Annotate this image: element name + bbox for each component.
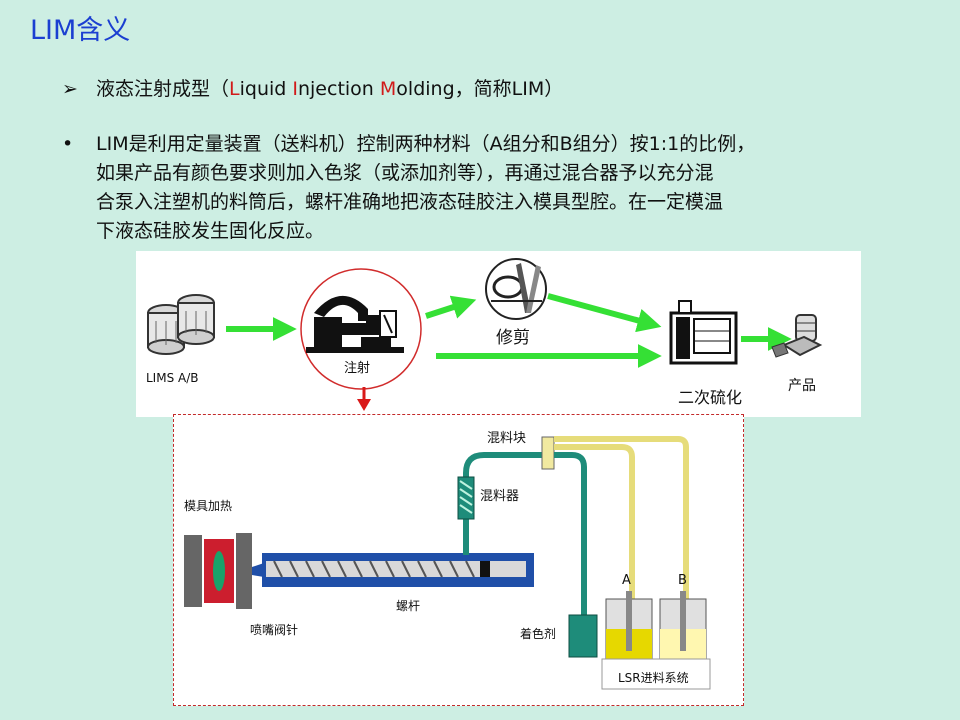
screw-channel — [266, 561, 526, 577]
tank-b-label: B — [678, 573, 687, 588]
definition-suffix: ，简称LIM） — [454, 78, 564, 100]
dot-bullet-icon: • — [62, 133, 74, 155]
post-cure-label: 二次硫化 — [678, 388, 743, 407]
highlight-letter-i: I — [292, 78, 298, 100]
description-line: 如果产品有颜色要求则加入色浆（或添加剂等），再通过混合器予以充分混 — [96, 162, 714, 184]
tank-a-label: A — [622, 573, 631, 588]
mold-icon — [184, 533, 252, 609]
flow-arrow — [425, 295, 477, 319]
lim-machine-schematic: 混料块 混料器 模具加热 螺杆 喷嘴阀针 着色剂 A B LSR进料系统 — [173, 414, 744, 706]
tank-a-icon — [605, 591, 653, 660]
machine-schematic-graphic — [184, 436, 711, 690]
lims-ab-label: LIMS A/B — [146, 371, 199, 385]
lims-drums-icon — [147, 294, 215, 355]
injection-highlight-circle — [300, 268, 422, 390]
yellow-pipe-b — [554, 436, 689, 615]
feed-system-base — [601, 658, 711, 690]
mold-heating-label: 模具加热 — [184, 499, 233, 513]
page-title: LIM含义 — [30, 15, 131, 46]
word-njection: njection — [297, 78, 380, 100]
description-line: LIM是利用定量装置（送料机）控制两种材料（A组分和B组分）按1:1的比例， — [96, 133, 756, 155]
word-iquid: iquid — [239, 78, 293, 100]
injection-machine-icon — [306, 295, 404, 353]
product-part-icon — [771, 314, 823, 358]
screw-icon — [273, 560, 475, 578]
injection-label: 注射 — [344, 361, 371, 376]
process-flow-panel: LIMS A/B 注射 修剪 二次硫化 产品 — [136, 251, 861, 417]
word-olding: olding — [396, 78, 455, 100]
trim-label: 修剪 — [496, 328, 530, 348]
feed-system-label: LSR进料系统 — [618, 671, 689, 685]
nozzle-valve-label: 喷嘴阀针 — [250, 623, 299, 637]
arrow-bullet-icon: ➢ — [62, 78, 78, 100]
definition-prefix: 液态注射成型（ — [96, 78, 230, 100]
nozzle-icon — [252, 563, 264, 577]
tank-b-icon — [659, 591, 707, 660]
bullet-definition: ➢ 液态注射成型（Liquid Injection Molding，简称LIM） — [62, 74, 563, 101]
product-label: 产品 — [788, 378, 816, 394]
colorant-tank-icon — [568, 614, 598, 658]
post-cure-oven-icon — [669, 300, 738, 365]
colorant-label: 着色剂 — [520, 627, 557, 641]
screw-label: 螺杆 — [396, 599, 421, 613]
description-line: 合泵入注塑机的料筒后，螺杆准确地把液态硅胶注入模具型腔。在一定模温 — [96, 191, 724, 213]
mixing-block-icon — [541, 436, 555, 470]
description-text: LIM是利用定量装置（送料机）控制两种材料（A组分和B组分）按1:1的比例， 如… — [96, 130, 755, 246]
mixing-block-label: 混料块 — [487, 431, 527, 446]
process-flow-graphic — [147, 258, 823, 411]
red-down-arrow-icon — [357, 387, 371, 411]
teal-colorant-pipe — [554, 452, 587, 615]
mixer-label: 混料器 — [480, 489, 520, 504]
flow-arrow — [547, 293, 662, 333]
teal-feed-pipe — [463, 452, 544, 555]
highlight-letter-l: L — [229, 78, 240, 100]
trimming-scissors-icon — [485, 258, 547, 320]
description-line: 下液态硅胶发生固化反应。 — [96, 220, 325, 242]
yellow-pipe-a — [554, 444, 635, 615]
highlight-letter-m: M — [379, 78, 397, 100]
